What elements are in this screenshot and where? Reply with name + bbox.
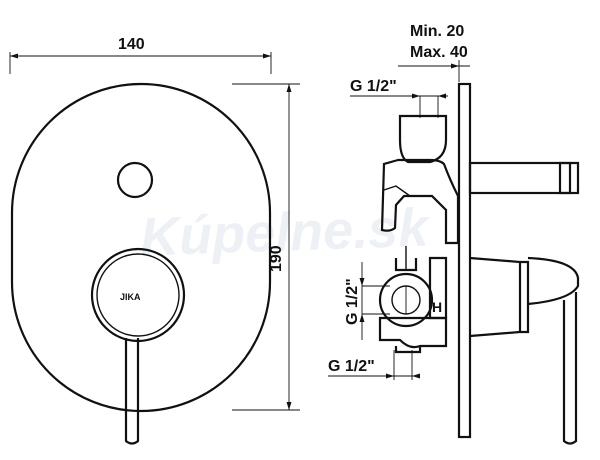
handle-rosette-rim — [520, 260, 530, 334]
front-view: 140 190 JIKA — [9, 36, 300, 445]
diverter-rod — [468, 161, 572, 195]
thread-top-label: G 1/2" — [350, 78, 397, 95]
thread-bottom-arrow-a — [386, 373, 394, 379]
side-view: Min. 20 Max. 40 G 1/2" H — [328, 23, 580, 445]
max-label: Max. 40 — [410, 44, 468, 61]
top-outlet — [398, 114, 448, 164]
marker-h: H — [432, 299, 442, 315]
lower-body — [378, 316, 448, 349]
arrow-left — [10, 53, 18, 59]
width-label: 140 — [118, 36, 145, 53]
depth-arrow — [451, 63, 459, 69]
watermark: Kúpelne.sk — [139, 197, 432, 267]
side-inlet-outer — [378, 272, 434, 328]
min-label: Min. 20 — [410, 23, 464, 40]
cartridge-housing — [428, 256, 448, 320]
thread-bottom-arrow-b — [412, 373, 420, 379]
handle-rosette-inner — [96, 253, 180, 337]
brand-logo: JIKA — [120, 292, 141, 302]
thread-top-arrow-a — [412, 93, 420, 99]
handle-rosette-side — [469, 256, 522, 338]
thread-top-arrow-b — [438, 93, 446, 99]
lever — [124, 338, 140, 445]
thread-left-label: G 1/2" — [344, 278, 361, 325]
arrow-down — [286, 402, 292, 410]
bottom-outlet — [394, 346, 422, 354]
diverter-knob — [116, 161, 154, 199]
height-label: 190 — [268, 245, 285, 272]
thread-left-arrow-a — [359, 278, 365, 286]
lever-side — [562, 292, 578, 445]
arrow-up — [286, 84, 292, 92]
cover-plate — [10, 82, 272, 413]
diverter-rod-end — [558, 161, 580, 195]
valve-body-detail — [383, 185, 411, 197]
wall-plate — [457, 82, 472, 439]
handle-head — [527, 256, 580, 306]
thread-bottom-label: G 1/2" — [328, 358, 375, 375]
valve-body — [380, 158, 460, 245]
thread-left-arrow-b — [359, 314, 365, 322]
arrow-right — [263, 53, 271, 59]
